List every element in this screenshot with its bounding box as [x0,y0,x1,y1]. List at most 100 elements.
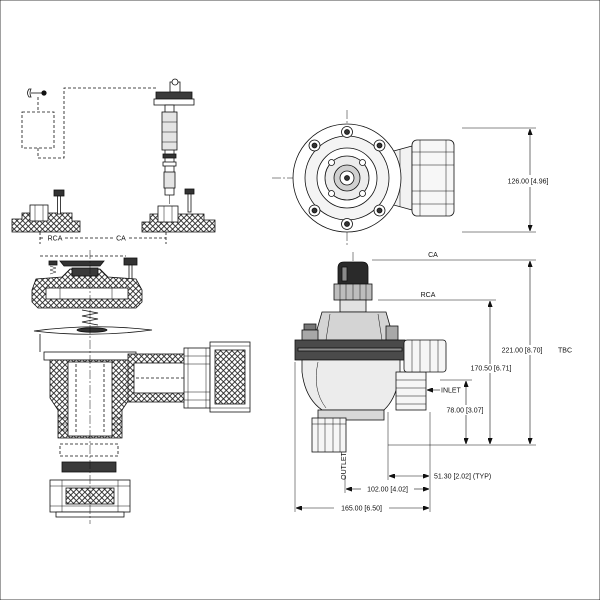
side-valve-cover [313,311,395,341]
exploded-cover-assembly [31,255,143,309]
side-cover-bolts [301,323,399,343]
exploded-cover-assembly-stroke [71,267,99,277]
assembly-dashed-guides-stroke [37,87,158,159]
side-outlet-fitting-stroke [311,417,347,453]
plunger-screw-stroke [187,193,192,213]
rca-height-dimension: 170.50 [6.71] [471,301,511,444]
overall-height-dimension: 221.00 [8.70] TBC [502,261,572,444]
side-rca-reference: RCA [378,292,496,301]
solenoid-plunger-assembly-stroke [162,161,177,167]
overall-height-label: 221.00 [8.70] [502,348,543,355]
side-body-flange [294,339,406,361]
top-view-face-holes-stroke [328,190,335,197]
top-view-flange [292,123,402,233]
exploded-reference-line: RCA CA [39,232,167,244]
side-valve-cover-stroke [377,313,383,341]
top-view-height-label: 126.00 [4.96] [508,179,549,186]
top-view-cover-bolts-stroke [376,207,383,214]
top-view-cover-bolts-stroke [344,129,350,135]
outlet-offset-dimension: 102.00 [4.02] [346,487,429,494]
exploded-diaphragm [33,326,153,352]
plunger-screw-stroke [184,188,195,195]
assembly-dashed-guides [21,87,158,159]
inlet-label: INLET [441,388,462,395]
side-inlet-pipe-stroke [395,371,427,411]
solenoid-plunger-assembly-stroke [155,91,193,100]
inlet-offset-label: 51.30 [2.02] (TYP) [434,474,491,481]
side-valve-cover-stroke [313,311,395,341]
top-view-flange-stroke [344,175,350,181]
exploded-valve-body [43,351,137,439]
tbc-label: TBC [558,348,572,355]
exploded-inlet-nut-stroke [214,349,246,405]
outlet-offset-label: 102.00 [4.02] [367,487,408,494]
exploded-rca-label: RCA [48,236,63,243]
top-view-cover-bolts-stroke [311,142,318,149]
exploded-inlet-adapter [183,347,211,409]
overall-width-dimension: 165.00 [6.50] [296,506,429,513]
side-cover-bolts-stroke [303,323,317,331]
clip-pin-part-stroke [27,88,32,98]
exploded-cover-assembly-stroke [49,265,57,275]
right-base-plate-stroke [157,205,179,223]
side-solenoid-neck [339,299,367,313]
side-valve-cover-stroke [325,313,331,341]
exploded-cover-assembly-stroke [45,287,129,300]
side-ca-reference: CA [372,252,536,261]
top-view-cover-bolts-stroke [376,142,383,149]
side-rca-label: RCA [421,292,436,299]
top-view-face-holes-stroke [328,159,335,166]
inlet-callout: INLET [427,388,462,395]
top-view-cover-bolts [308,126,386,230]
solenoid-plunger-assembly-stroke [162,153,177,159]
exploded-cover-assembly-stroke [59,260,105,267]
side-solenoid-nut [333,283,373,301]
left-base-plate-stroke [57,195,61,215]
solenoid-plunger-assembly-stroke [171,78,179,86]
right-base-plate-stroke [141,213,216,233]
side-solenoid-cap [337,261,369,285]
exploded-diaphragm-stroke [76,327,108,333]
exploded-outlet-parts-stroke [61,461,117,473]
solenoid-plunger-assembly-stroke [161,111,178,151]
side-inlet-pipe [395,371,427,411]
exploded-outlet-parts-stroke [59,443,119,457]
top-view-inlet-nut-stroke [411,139,455,217]
side-inlet-nut-stroke [403,339,447,373]
left-base-plate-stroke [11,212,81,233]
left-base-plate-stroke [29,204,49,222]
inlet-offset-dimension: 51.30 [2.02] (TYP) [389,474,491,481]
side-ca-label: CA [428,252,438,259]
top-view-face-holes-stroke [359,190,366,197]
solenoid-plunger-assembly-stroke [163,171,176,189]
side-outlet-fitting [311,417,347,453]
right-base-plate [141,205,216,233]
exploded-cover-assembly-stroke [48,260,58,266]
side-inlet-nut [403,339,447,373]
top-view-cover-bolts-stroke [344,221,350,227]
exploded-inlet-nut [209,341,251,413]
exploded-ca-label: CA [116,236,126,243]
side-body-flange-stroke [297,347,403,352]
exploded-view: RCA CA [11,78,251,524]
top-view-cover-bolts-stroke [311,207,318,214]
side-solenoid-cap-stroke [341,266,348,282]
solenoid-plunger-assembly [153,78,195,212]
exploded-inlet-adapter-stroke [183,347,211,409]
clip-pin-part-stroke [41,90,47,96]
overall-width-label: 165.00 [6.50] [341,506,382,513]
side-valve-body [301,359,401,421]
left-base-plate [11,189,81,233]
plunger-screw [184,188,195,213]
top-view: 126.00 [4.96] [272,110,548,246]
clip-pin-part [27,88,47,98]
inlet-height-label: 78.00 [3.07] [447,408,484,415]
exploded-inlet-pipe [127,353,187,403]
side-cover-bolts-stroke [385,325,399,341]
side-valve-body-stroke [316,361,327,409]
side-view: CA RCA 221.00 [8.70] TBC 170.50 [6.71] 7… [294,252,572,513]
exploded-cover-assembly-stroke [123,257,138,266]
left-base-plate-stroke [53,189,65,197]
top-view-face-holes [328,159,366,197]
